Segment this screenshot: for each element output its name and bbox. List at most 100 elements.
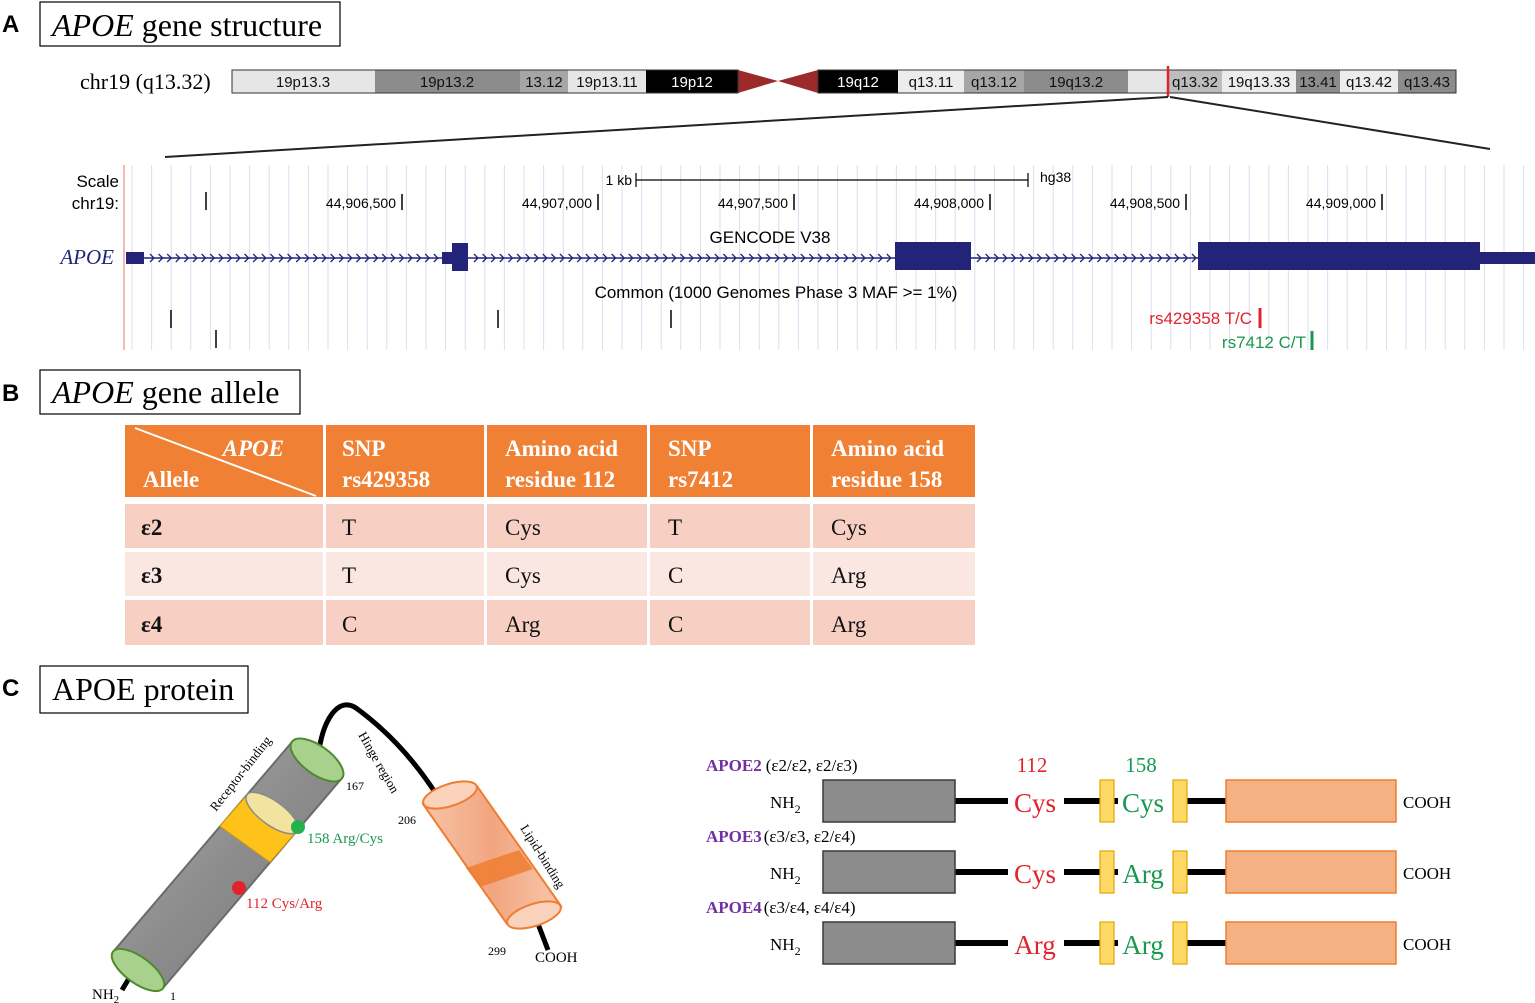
band-label: 19p12	[671, 74, 713, 91]
intron-arrow	[183, 253, 190, 263]
position-label: 44,908,000	[914, 195, 984, 211]
isoform-title: APOE2(ε2/ε2, ε2/ε3)	[706, 756, 858, 775]
panel-b: B APOE gene allele APOE Allele SNP rs429…	[2, 369, 975, 645]
residue-206-label: 206	[398, 813, 416, 827]
intron-arrow	[218, 253, 224, 263]
band-label: 19q13.2	[1049, 74, 1103, 91]
panel-a-title-box	[39, 1, 341, 47]
intron-arrow	[568, 253, 574, 263]
band-label: 13.41	[1299, 74, 1337, 91]
site-158-label: 158 Arg/Cys	[307, 831, 383, 847]
intron-arrow	[843, 253, 849, 263]
panel-a: A APOE gene structure chr19 (q13.32)	[2, 1, 1535, 352]
site-112-dot	[232, 881, 246, 895]
intron-arrow	[645, 253, 651, 263]
residue-299-label: 299	[488, 944, 506, 958]
residue-112: Arg	[1014, 930, 1056, 960]
n-terminal-domain	[822, 779, 956, 823]
intron-arrow	[860, 253, 866, 263]
intron-arrow	[1165, 253, 1172, 263]
intron-arrow	[398, 253, 405, 263]
gene-track-label: GENCODE V38	[710, 228, 831, 247]
intron-arrow	[278, 253, 284, 263]
intron-arrow	[1174, 253, 1180, 263]
intron-arrow	[364, 253, 370, 263]
intron-arrow	[226, 253, 233, 263]
intron-arrow	[473, 253, 479, 263]
intron-arrow	[976, 253, 982, 263]
position-label: 44,907,000	[522, 195, 592, 211]
table-row: ε4 C Arg C Arg	[125, 600, 975, 645]
intron-arrow	[783, 253, 789, 263]
intron-arrow	[550, 253, 557, 263]
intron-arrow	[817, 253, 823, 263]
table-cell: C	[668, 563, 683, 588]
band-label: q13.43	[1404, 74, 1450, 91]
header-label: rs7412	[668, 467, 733, 492]
panel-c-title-box	[39, 665, 249, 714]
header-label: SNP	[342, 436, 385, 461]
isoform-diagrams: 112 158 APOE2(ε2/ε2, ε2/ε3) NH2 Cys Cys …	[706, 753, 1451, 965]
band-label: 19p13.3	[276, 74, 330, 91]
position-112-label: 112	[1017, 753, 1048, 777]
panel-b-title: APOE gene allele	[50, 374, 279, 410]
isoform-title: APOE3(ε3/ε3, ε2/ε4)	[706, 827, 856, 846]
table-header-cell	[326, 425, 484, 497]
isoform-apoe3: APOE3(ε3/ε3, ε2/ε4) NH2 Cys Arg COOH	[706, 827, 1451, 894]
intron-arrow	[834, 253, 841, 263]
intron-arrow	[355, 253, 362, 263]
intron-arrow	[516, 253, 522, 263]
panel-c-title: APOE protein	[52, 671, 234, 707]
band-label: q13.42	[1346, 74, 1392, 91]
intron-arrow	[175, 253, 181, 263]
panel-a-letter: A	[2, 11, 19, 38]
intron-arrow	[499, 253, 505, 263]
intron-arrow	[149, 253, 155, 263]
cylinder-end-cap	[289, 737, 345, 783]
intron-arrow	[705, 253, 712, 263]
intron-arrow	[482, 253, 488, 263]
band-labels: 19p13.3 19p13.2 13.12 19p13.11 19p12 19q…	[276, 74, 1450, 91]
intron-arrow	[1079, 253, 1086, 263]
intron-arrow	[507, 253, 514, 263]
position-ticks	[205, 192, 1383, 210]
panel-b-letter: B	[2, 380, 19, 407]
table-row: ε3 T Cys C Arg	[125, 552, 975, 596]
intron-arrow	[295, 253, 302, 263]
intron-arrow	[1088, 253, 1094, 263]
exon-2-utr	[442, 252, 452, 264]
c-terminal-domain	[1225, 921, 1397, 965]
residue-1-label: 1	[170, 989, 176, 1003]
intron-arrow	[808, 253, 815, 263]
isoform-title: APOE4(ε3/ε4, ε4/ε4)	[706, 898, 856, 917]
panel-c: C APOE protein	[2, 665, 1451, 1003]
intron-arrow	[1139, 253, 1146, 263]
c-terminus-label: COOH	[1403, 793, 1451, 812]
table-cell: ε4	[141, 612, 163, 637]
allele-table: APOE Allele SNP rs429358 Amino acid resi…	[125, 425, 975, 645]
exon-3	[895, 242, 971, 270]
protein-3d-model: Receptor-binding Hinge region Lipid-bind…	[92, 702, 578, 1003]
intron-arrow	[542, 253, 548, 263]
gene-model	[126, 242, 1535, 271]
intron-arrow	[1096, 253, 1103, 263]
site-box	[1099, 850, 1115, 894]
intron-arrow	[869, 253, 875, 263]
intron-arrow	[433, 253, 439, 263]
zoom-line-left	[164, 96, 1169, 158]
intron-arrow	[166, 253, 173, 263]
intron-arrow	[985, 253, 991, 263]
position-158-label: 158	[1125, 753, 1157, 777]
table-cell: Arg	[505, 612, 541, 637]
assembly-label: hg38	[1040, 169, 1071, 185]
intron-arrow	[1148, 253, 1154, 263]
table-header-cell	[813, 425, 975, 497]
intron-arrow	[1071, 253, 1077, 263]
intron-arrow	[1062, 253, 1068, 263]
intron-arrow	[261, 253, 267, 263]
intron-arrow	[1131, 253, 1137, 263]
site-box	[1172, 850, 1188, 894]
position-label: 44,908,500	[1110, 195, 1180, 211]
n-terminal-domain	[822, 850, 956, 894]
intron-arrow	[287, 253, 293, 263]
